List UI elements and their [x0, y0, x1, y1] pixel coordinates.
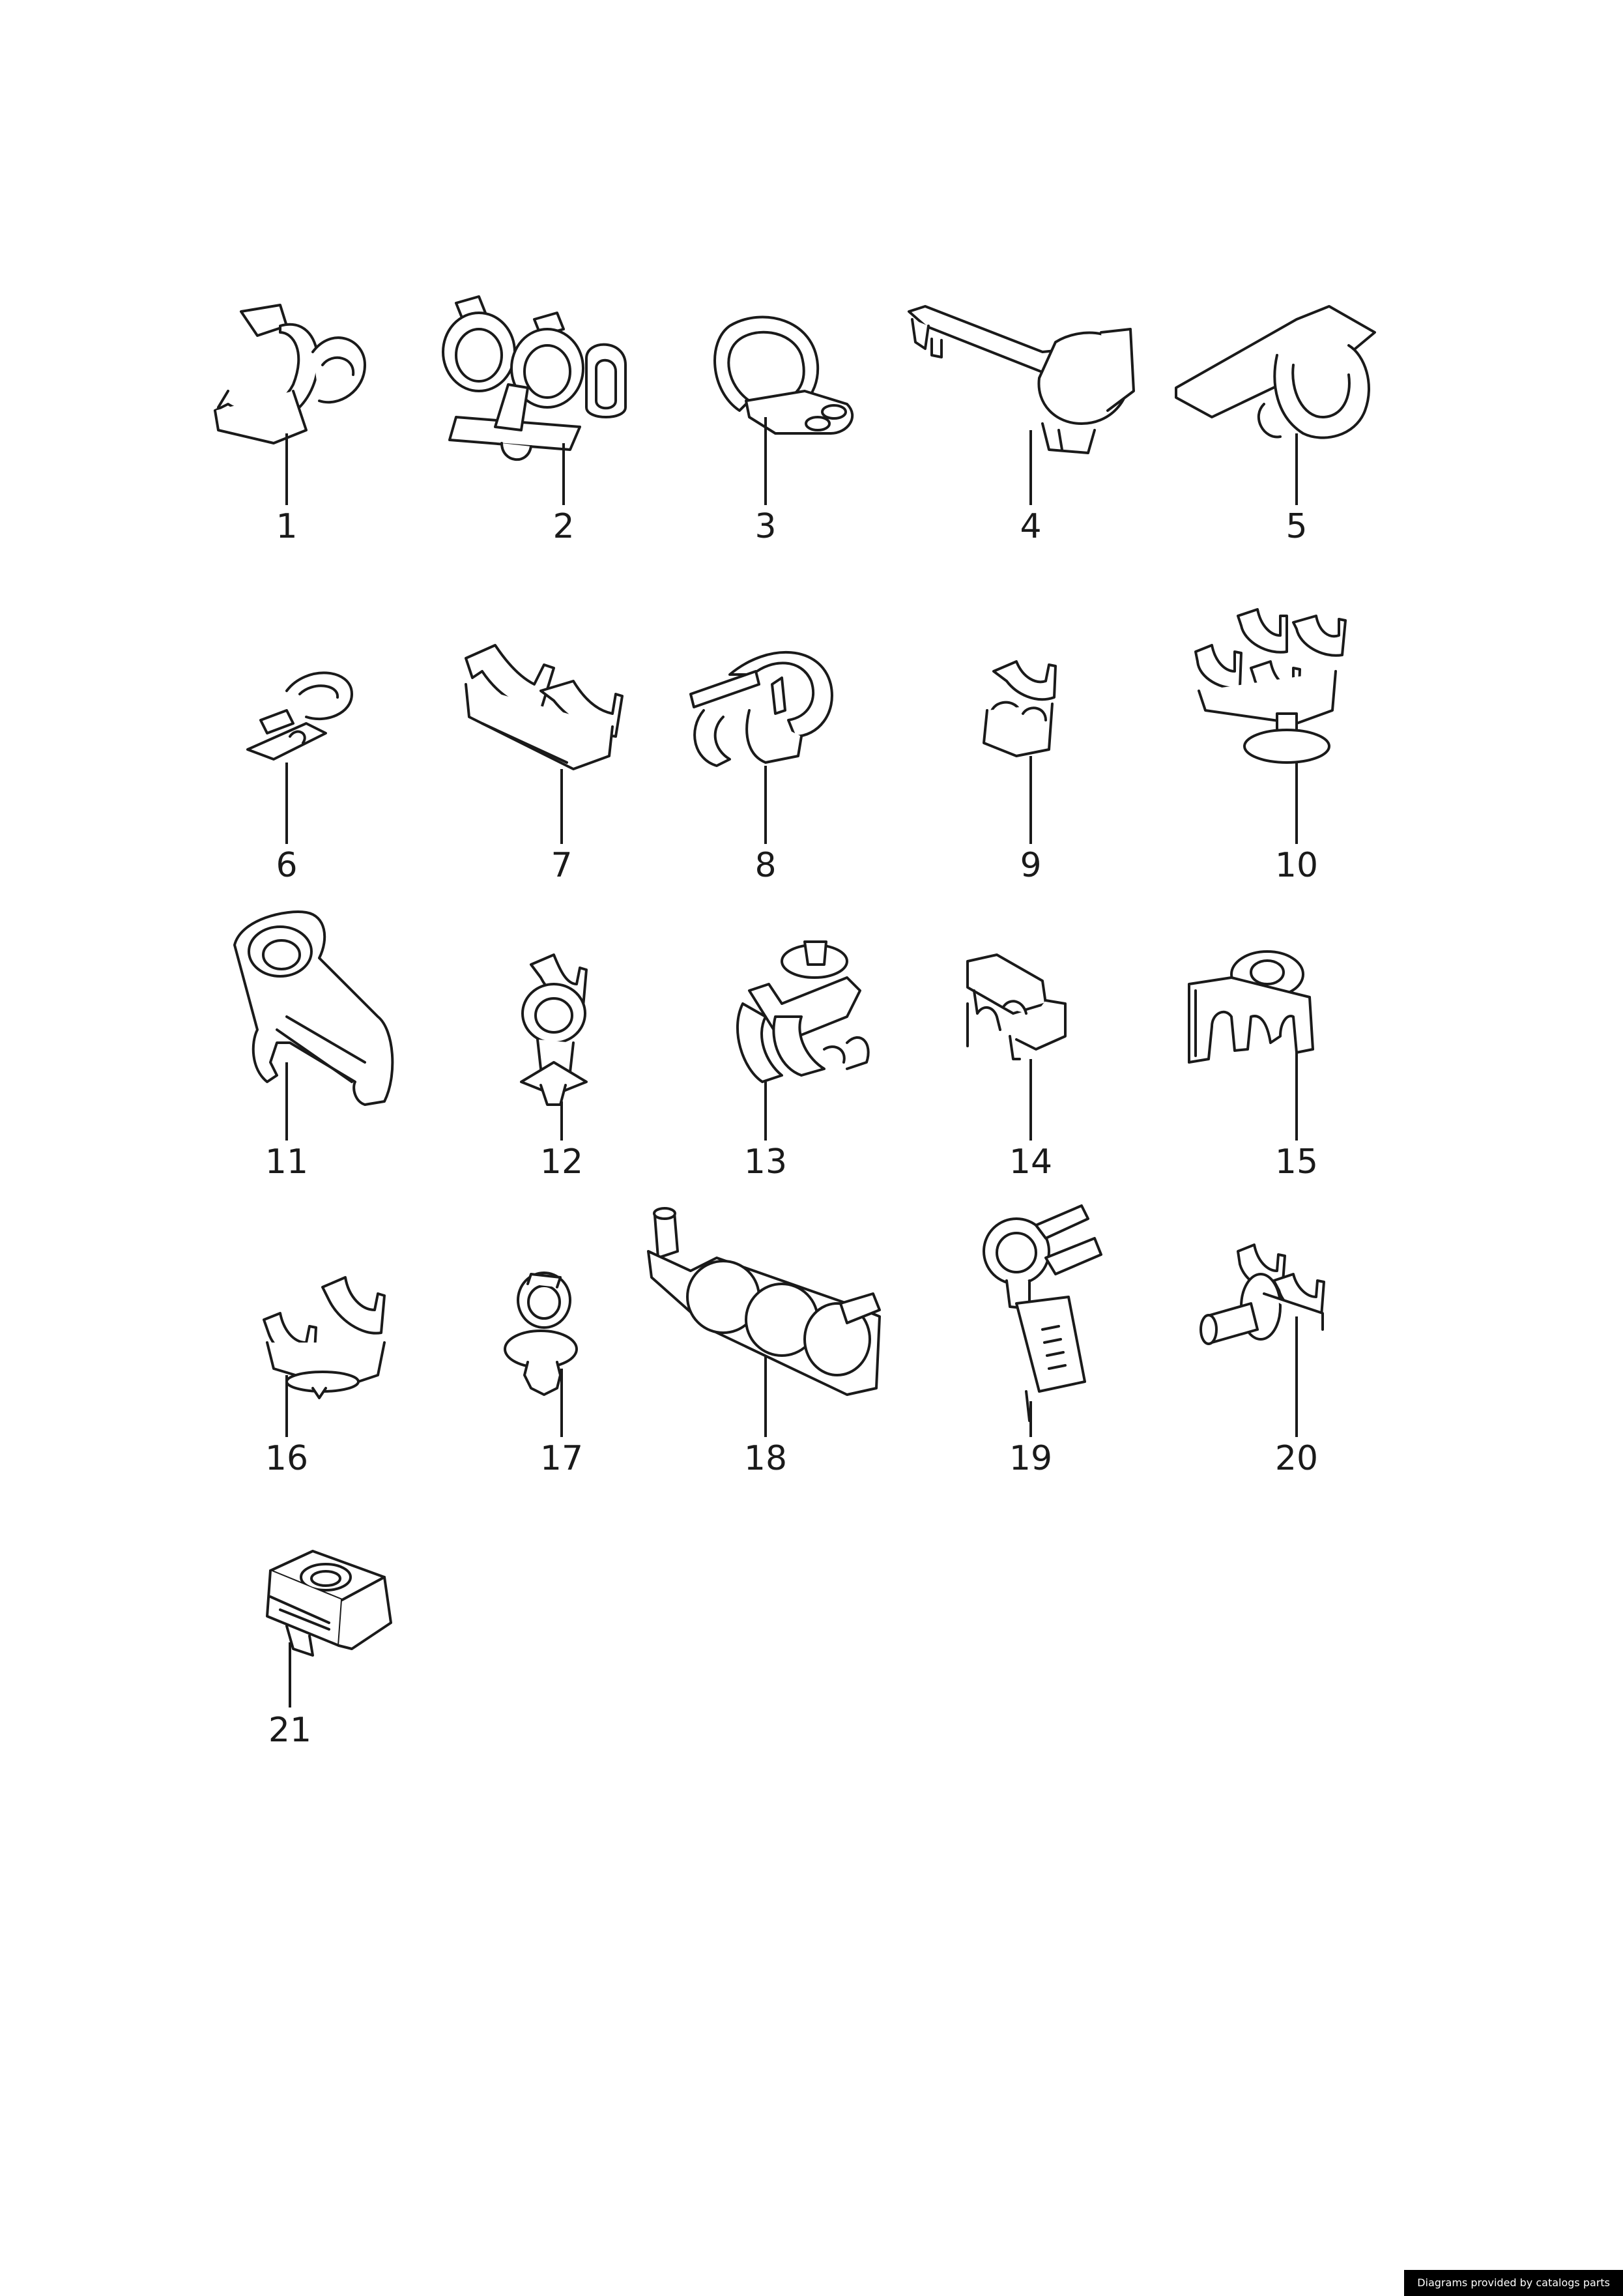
part-19: 19: [983, 1204, 1102, 1478]
hinged-clamp-icon: [689, 650, 833, 767]
callout-4: 4: [1020, 507, 1041, 546]
small-spring-clip-icon: [246, 671, 353, 761]
callout-14: 14: [1009, 1142, 1052, 1182]
callout-8: 8: [754, 846, 776, 885]
callout-17: 17: [540, 1439, 583, 1478]
twin-line-holder-icon: [465, 644, 624, 770]
double-clip-on-plate-icon: [263, 1276, 386, 1399]
part-7: 7: [465, 644, 624, 885]
callout-13: 13: [744, 1142, 787, 1182]
callout-9: 9: [1020, 846, 1041, 885]
bracket-pipe-clip-icon: [1175, 305, 1376, 439]
part-5: 5: [1175, 305, 1376, 546]
callout-5: 5: [1285, 507, 1307, 546]
part-6: 6: [246, 671, 353, 885]
part-3: 3: [713, 315, 854, 546]
triple-hose-clip-with-base-icon: [442, 295, 627, 461]
callout-10: 10: [1275, 846, 1318, 885]
stud-mounted-clip-assembly-icon: [736, 940, 870, 1083]
clip-with-tie-strap-icon: [983, 1204, 1102, 1422]
part-4: 4: [908, 305, 1135, 546]
callout-6: 6: [276, 846, 297, 885]
p-clamp-icon: [713, 315, 854, 435]
callout-21: 21: [268, 1711, 311, 1750]
small-double-clip-icon: [983, 660, 1057, 757]
dual-pipe-clip-icon: [214, 304, 366, 444]
part-10: 10: [1194, 608, 1347, 885]
pipe-holder-with-arm-icon: [908, 305, 1135, 454]
bracket-clip-with-grommet-icon: [1188, 950, 1314, 1064]
part-17: 17: [504, 1272, 583, 1478]
clip-with-fir-tree-pin-icon: [520, 953, 588, 1106]
callout-20: 20: [1275, 1439, 1318, 1478]
callout-18: 18: [744, 1439, 787, 1478]
part-16: 16: [263, 1276, 386, 1478]
edge-clip-icon: [966, 953, 1067, 1060]
part-12: 12: [520, 953, 588, 1182]
cage-nut-icon: [266, 1550, 392, 1657]
loop-bracket-icon: [233, 910, 394, 1106]
callout-16: 16: [265, 1439, 308, 1478]
cable-bundle-holder-icon: [647, 1207, 881, 1396]
callout-19: 19: [1009, 1439, 1052, 1478]
callout-2: 2: [553, 507, 574, 546]
part-9: 9: [983, 660, 1057, 885]
part-14: 14: [966, 953, 1067, 1182]
callout-15: 15: [1275, 1142, 1318, 1182]
part-11: 11: [233, 910, 394, 1182]
credit-label: Diagrams provided by catalogs parts: [1404, 2270, 1623, 2296]
callout-12: 12: [540, 1142, 583, 1182]
callout-7: 7: [551, 846, 572, 885]
part-13: 13: [736, 940, 870, 1182]
part-20: 20: [1199, 1243, 1325, 1478]
part-1: 1: [214, 304, 366, 546]
part-18: 18: [647, 1207, 881, 1478]
multi-pipe-holder-on-stud-icon: [1194, 608, 1347, 764]
part-8: 8: [689, 650, 833, 885]
part-15: 15: [1188, 950, 1318, 1182]
clip-with-stud-mount-icon: [1199, 1243, 1325, 1345]
part-21: 21: [266, 1550, 392, 1750]
callout-11: 11: [265, 1142, 308, 1182]
clip-with-push-pin-icon: [504, 1272, 578, 1396]
callout-3: 3: [754, 507, 776, 546]
callout-1: 1: [276, 507, 297, 546]
part-2: 2: [442, 295, 627, 546]
